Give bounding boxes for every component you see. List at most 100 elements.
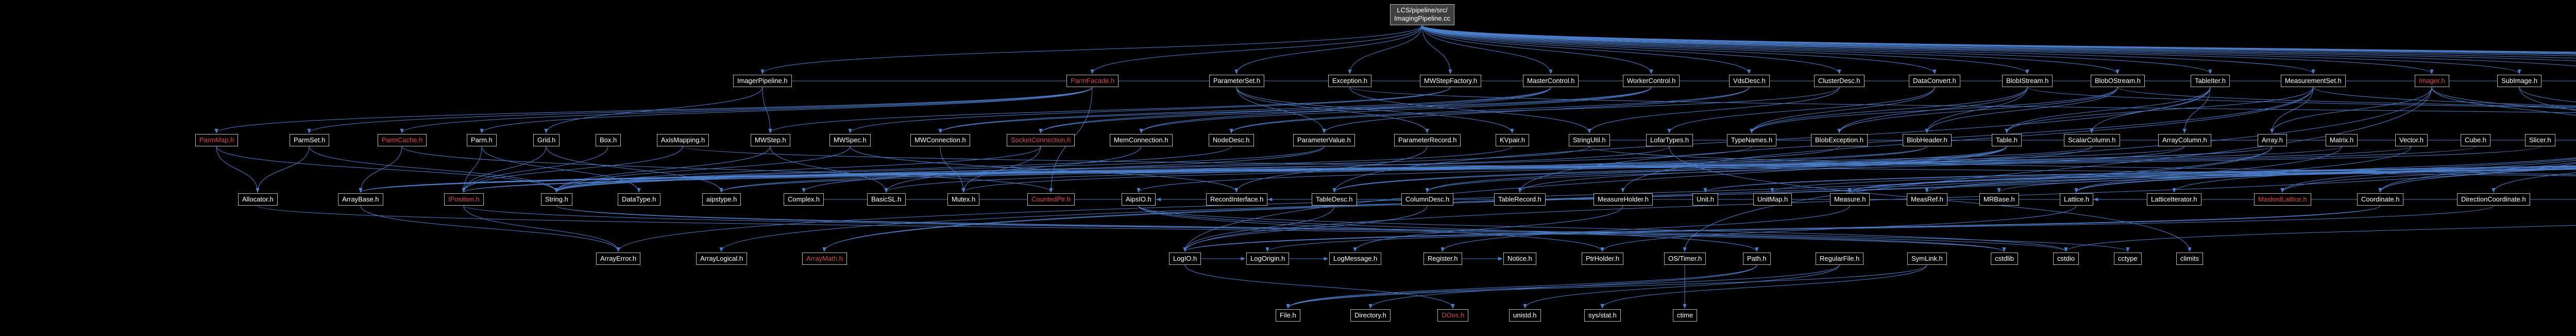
graph-node-n28[interactable]: ParmCache.h	[378, 134, 427, 147]
graph-node-n89[interactable]: LatticeIterator.h	[2147, 193, 2201, 206]
graph-node-n4[interactable]: Exception.h	[1328, 75, 1371, 88]
graph-node-n26[interactable]: ParmMap.h	[195, 134, 239, 147]
graph-node-n78[interactable]: RecordInterface.h	[1206, 193, 1268, 206]
graph-node-n27[interactable]: ParmSet.h	[290, 134, 330, 147]
graph-node-n29[interactable]: Parm.h	[467, 134, 497, 147]
graph-edge-n61-n85	[1848, 167, 2576, 193]
graph-node-n13[interactable]: TableIter.h	[2191, 75, 2230, 88]
graph-node-n76[interactable]: CountedPtr.h	[1027, 193, 1075, 206]
graph-node-n38[interactable]: NodeDesc.h	[1209, 134, 1254, 147]
graph-node-n1[interactable]: ImagerPipeline.h	[733, 75, 792, 88]
graph-node-n53[interactable]: Cube.h	[2461, 134, 2490, 147]
graph-node-n11[interactable]: BlobIStream.h	[2002, 75, 2053, 88]
graph-node-n119[interactable]: climits	[2176, 253, 2204, 265]
graph-node-n42[interactable]: StringUtil.h	[1569, 134, 1610, 147]
graph-node-n52[interactable]: Vector.h	[2395, 134, 2428, 147]
graph-node-n124[interactable]: sys/stat.h	[1584, 309, 1621, 322]
graph-node-n86[interactable]: MeasRef.h	[1907, 193, 1947, 206]
graph-node-n14[interactable]: MeasurementSet.h	[2281, 75, 2346, 88]
graph-node-n72[interactable]: aipstype.h	[702, 193, 741, 206]
graph-node-n44[interactable]: TypeNames.h	[1727, 134, 1777, 147]
graph-node-n116[interactable]: cstdlib	[1991, 253, 2018, 265]
graph-node-n117[interactable]: cstdio	[2053, 253, 2079, 265]
graph-node-n16[interactable]: SubImage.h	[2497, 75, 2542, 88]
graph-node-n87[interactable]: MRBase.h	[1979, 193, 2019, 206]
graph-node-n112[interactable]: OS/Timer.h	[1664, 253, 1706, 265]
graph-node-n30[interactable]: Grid.h	[533, 134, 560, 147]
graph-node-n32[interactable]: AxisMapping.h	[657, 134, 709, 147]
graph-node-n88[interactable]: Lattice.h	[2060, 193, 2094, 206]
graph-node-n81[interactable]: TableRecord.h	[1494, 193, 1546, 206]
graph-node-n106[interactable]: LogIO.h	[1169, 253, 1201, 265]
graph-node-n70[interactable]: String.h	[541, 193, 572, 206]
graph-node-n50[interactable]: Array.h	[2258, 134, 2287, 147]
graph-node-n43[interactable]: LofarTypes.h	[1646, 134, 1693, 147]
graph-edge-n0-n20	[1421, 25, 2576, 56]
graph-node-n105[interactable]: ArrayMath.h	[802, 253, 847, 265]
graph-node-n9[interactable]: ClusterDesc.h	[1814, 75, 1865, 88]
graph-node-n123[interactable]: unistd.h	[1509, 309, 1541, 322]
graph-node-n73[interactable]: Complex.h	[784, 193, 824, 206]
graph-node-n111[interactable]: PtrHolder.h	[1582, 253, 1624, 265]
graph-node-n80[interactable]: ColumnDesc.h	[1401, 193, 1454, 206]
graph-node-n121[interactable]: Directory.h	[1350, 309, 1391, 322]
graph-node-n48[interactable]: ScalarColumn.h	[2064, 134, 2120, 147]
graph-node-n67[interactable]: Allocator.h	[238, 193, 278, 206]
graph-node-n36[interactable]: SocketConnection.h	[1007, 134, 1075, 147]
graph-node-n7[interactable]: WorkerControl.h	[1623, 75, 1680, 88]
graph-node-n103[interactable]: ArrayError.h	[596, 253, 641, 265]
graph-node-n120[interactable]: File.h	[1276, 309, 1300, 322]
graph-node-n109[interactable]: Register.h	[1423, 253, 1462, 265]
graph-node-n31[interactable]: Box.h	[596, 134, 621, 147]
graph-node-n3[interactable]: ParameterSet.h	[1209, 75, 1265, 88]
graph-node-n39[interactable]: ParameterValue.h	[1293, 134, 1355, 147]
graph-node-n47[interactable]: Table.h	[1992, 134, 2022, 147]
graph-node-n118[interactable]: cctype	[2114, 253, 2142, 265]
graph-node-n41[interactable]: KVpair.h	[1496, 134, 1530, 147]
graph-node-n46[interactable]: BlobHeader.h	[1903, 134, 1952, 147]
graph-node-n8[interactable]: VdsDesc.h	[1729, 75, 1770, 88]
graph-node-n85[interactable]: Measure.h	[1830, 193, 1870, 206]
graph-node-n91[interactable]: Coordinate.h	[2357, 193, 2404, 206]
graph-edge-n41-n70	[554, 146, 1513, 193]
graph-node-n79[interactable]: TableDesc.h	[1312, 193, 1357, 206]
graph-node-n84[interactable]: UnitMap.h	[1753, 193, 1792, 206]
graph-node-n90[interactable]: MaskedLattice.h	[2254, 193, 2311, 206]
graph-node-n40[interactable]: ParameterRecord.h	[1394, 134, 1461, 147]
graph-node-n45[interactable]: BlobException.h	[1811, 134, 1868, 147]
graph-node-n83[interactable]: Unit.h	[1692, 193, 1718, 206]
graph-node-n110[interactable]: Notice.h	[1503, 253, 1536, 265]
graph-node-n82[interactable]: MeasureHolder.h	[1594, 193, 1653, 206]
graph-node-n5[interactable]: MWStepFactory.h	[1420, 75, 1482, 88]
graph-node-n2[interactable]: ParmFacade.h	[1066, 75, 1119, 88]
graph-node-n15[interactable]: Imager.h	[2415, 75, 2449, 88]
graph-edge-n0-n10	[1421, 25, 1937, 74]
graph-node-n33[interactable]: MWStep.h	[751, 134, 790, 147]
graph-node-n75[interactable]: Mutex.h	[947, 193, 980, 206]
graph-node-n113[interactable]: Path.h	[1743, 253, 1771, 265]
graph-node-n10[interactable]: DataConvert.h	[1909, 75, 1960, 88]
graph-node-n107[interactable]: LogOrigin.h	[1246, 253, 1290, 265]
graph-node-n92[interactable]: DirectionCoordinate.h	[2457, 193, 2530, 206]
graph-node-n74[interactable]: BasicSL.h	[867, 193, 906, 206]
graph-node-n54[interactable]: Slicer.h	[2525, 134, 2555, 147]
graph-node-n122[interactable]: DOos.h	[1437, 309, 1469, 322]
graph-node-n114[interactable]: RegularFile.h	[1816, 253, 1864, 265]
graph-node-n34[interactable]: MWSpec.h	[829, 134, 871, 147]
graph-node-n77[interactable]: AipsIO.h	[1122, 193, 1156, 206]
graph-node-n51[interactable]: Matrix.h	[2326, 134, 2358, 147]
graph-node-n12[interactable]: BlobOStream.h	[2091, 75, 2145, 88]
graph-node-n6[interactable]: MasterControl.h	[1523, 75, 1579, 88]
graph-edge-n62-n86	[1925, 169, 2576, 193]
graph-node-n104[interactable]: ArrayLogical.h	[696, 253, 748, 265]
graph-node-n37[interactable]: MemConnection.h	[1110, 134, 1173, 147]
graph-node-n125[interactable]: ctime	[1673, 309, 1698, 322]
graph-node-n69[interactable]: IPosition.h	[444, 193, 484, 206]
graph-node-n35[interactable]: MWConnection.h	[910, 134, 970, 147]
graph-node-n68[interactable]: ArrayBase.h	[338, 193, 383, 206]
graph-node-n115[interactable]: SymLink.h	[1907, 253, 1947, 265]
graph-node-n108[interactable]: LogMessage.h	[1329, 253, 1382, 265]
graph-node-n71[interactable]: DataType.h	[618, 193, 660, 206]
graph-node-n49[interactable]: ArrayColumn.h	[2158, 134, 2211, 147]
graph-node-n0[interactable]: LCS/pipeline/src/ ImagingPipeline.cc	[1390, 4, 1455, 25]
